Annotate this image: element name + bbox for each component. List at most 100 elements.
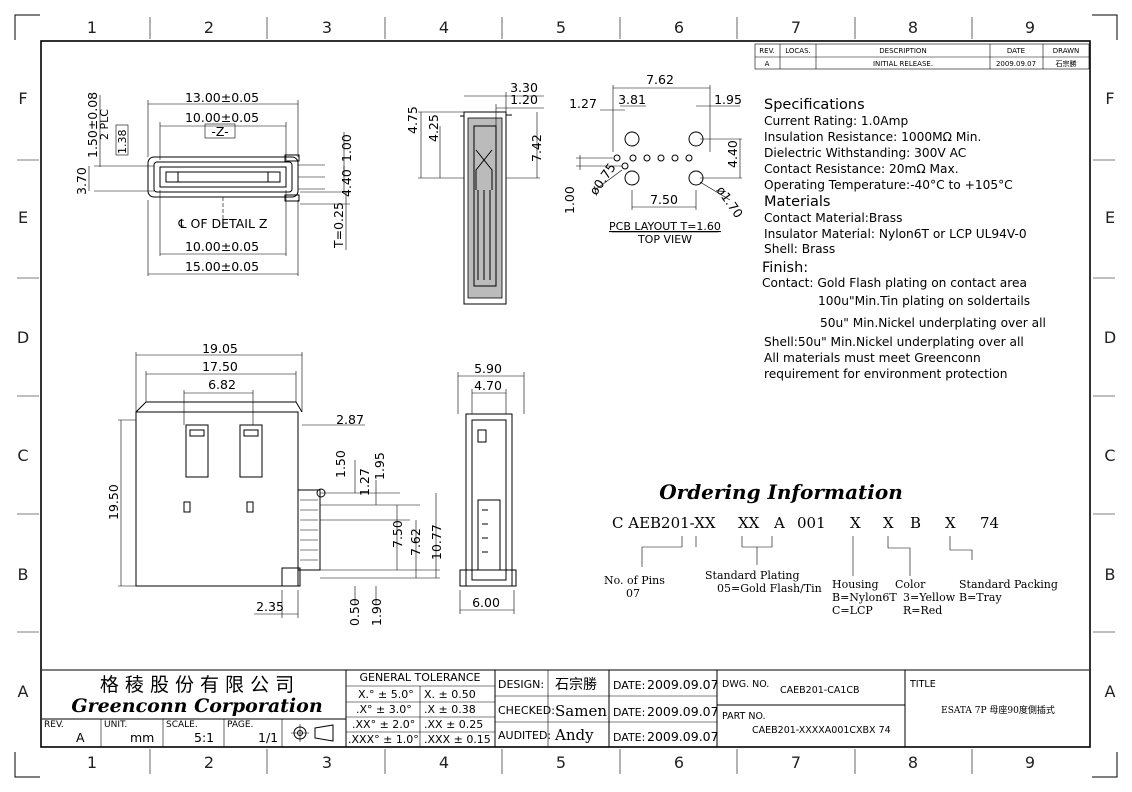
rev-header-rev: REV. (759, 47, 774, 55)
design-value: 石宗勝 (555, 677, 597, 693)
tolerance-title: GENERAL TOLERANCE (359, 671, 480, 684)
audited-value: Andy (554, 726, 594, 744)
scale-label: SCALE. (166, 720, 198, 730)
front-dim-1-95: 1.95 (372, 452, 387, 480)
rev-row-description: INITIAL RELEASE. (873, 60, 933, 68)
zone-right-E: E (1105, 208, 1115, 227)
tolerance-angle-1: .X° ± 3.0° (356, 703, 412, 716)
dwg-no-label: DWG. NO. (722, 679, 769, 690)
tolerance-linear-3: .XXX ± 0.15 (424, 733, 491, 746)
zone-bottom-4: 4 (439, 753, 449, 772)
pcb-dim-4-40: 4.40 (725, 140, 740, 168)
tolerance-angle-3: .XXX° ± 1.0° (348, 733, 419, 746)
dim-10-00-bottom: 10.00±0.05 (185, 239, 259, 254)
page-label: PAGE. (227, 720, 253, 730)
pcb-dim-1-00: 1.00 (562, 186, 577, 214)
pcb-layout: 7.62 1.27 3.81 1.95 4.40 1.00 ø0.75 7.50… (562, 72, 746, 246)
scale-value: 5:1 (194, 730, 214, 745)
design-label: DESIGN: (498, 678, 544, 691)
spec-line-1: Current Rating: 1.0Amp (764, 114, 909, 128)
spec-line-4: Contact Resistance: 20mΩ Max. (764, 162, 959, 176)
zone-top-1: 1 (87, 18, 97, 37)
front-dim-10-77: 10.77 (429, 524, 444, 560)
dim-4-25: 4.25 (426, 114, 441, 142)
specifications-block: Specifications Current Rating: 1.0Amp In… (762, 97, 1046, 381)
ordering-information: Ordering Information C AEB201-XX XX A 00… (604, 480, 1058, 617)
zone-bottom-5: 5 (556, 753, 566, 772)
pcb-dim-1-95: 1.95 (714, 92, 742, 107)
order-plating-title: Standard Plating (705, 569, 800, 582)
front-view: 19.05 17.50 6.82 2.87 19.50 1.50 1.95 1.… (106, 341, 444, 626)
title-block: 格 稜 股 份 有 限 公 司 Greenconn Corporation GE… (42, 669, 1089, 747)
dim-t-0-25: T=0.25 (331, 202, 346, 249)
end-dim-6-00: 6.00 (472, 595, 500, 610)
company-name-cn: 格 稜 股 份 有 限 公 司 (100, 674, 294, 696)
order-code-color: X (883, 514, 894, 532)
checked-label: CHECKED: (498, 704, 555, 717)
rev-value: A (76, 730, 85, 745)
order-pins-title: No. of Pins (604, 574, 665, 587)
front-dim-1-50: 1.50 (333, 450, 348, 478)
date-value-2: 2009.09.07 (647, 704, 719, 719)
page-value: 1/1 (258, 730, 278, 745)
date-label-3: DATE: (613, 731, 645, 744)
front-dim-7-62: 7.62 (408, 528, 423, 556)
title-value: ESATA 7P 母座90度側插式 (941, 704, 1055, 716)
rev-header-locas: LOCAS. (785, 47, 811, 55)
order-plating-value: 05=Gold Flash/Tin (717, 582, 822, 595)
dim-4-75: 4.75 (405, 106, 420, 134)
front-dim-7-50: 7.50 (390, 520, 405, 548)
unit-value: mm (130, 730, 154, 745)
spec-line-2: Insulation Resistance: 1000MΩ Min. (764, 130, 981, 144)
order-code-b: B (910, 514, 921, 532)
zone-top-6: 6 (674, 18, 684, 37)
order-pins-value: 07 (626, 587, 640, 600)
dim-1-38: 1.38 (116, 130, 129, 155)
front-dim-2-87: 2.87 (336, 412, 364, 427)
zone-bottom-1: 1 (87, 753, 97, 772)
zone-bottom-7: 7 (791, 753, 801, 772)
order-code-001: 001 (797, 514, 826, 532)
order-housing-c: C=LCP (832, 604, 873, 617)
pcb-caption-layout: PCB LAYOUT T=1.60 (609, 220, 721, 233)
order-housing-title: Housing (832, 578, 879, 591)
dim-1-20: 1.20 (510, 92, 538, 107)
zone-top-9: 9 (1025, 18, 1035, 37)
dwg-no-value: CAEB201-CA1CB (780, 685, 860, 696)
front-view-shell (135, 411, 299, 587)
order-code-base: C AEB201-XX (612, 514, 716, 532)
order-code-a: A (773, 514, 785, 532)
front-dim-19-05: 19.05 (202, 341, 238, 356)
zone-bottom-8: 8 (908, 753, 918, 772)
finish-title: Finish: (762, 260, 808, 276)
title-label: TITLE (909, 679, 936, 690)
rev-row-drawn: 石宗勝 (1056, 59, 1077, 68)
unit-label: UNIT. (104, 720, 127, 730)
order-packing-title: Standard Packing (959, 578, 1058, 591)
date-label-2: DATE: (613, 706, 645, 719)
order-color-r: R=Red (903, 604, 942, 617)
side-view: 3.30 1.20 4.75 4.25 7.42 (405, 80, 544, 305)
zone-right-A: A (1105, 682, 1116, 701)
zone-bottom-9: 9 (1025, 753, 1035, 772)
date-value-1: 2009.09.07 (647, 677, 719, 692)
detail-z-caption: ℄ OF DETAIL Z (178, 216, 268, 231)
pcb-dim-hole-large: ø1.70 (714, 183, 747, 221)
material-line-2: Insulator Material: Nylon6T or LCP UL94V… (764, 227, 1027, 241)
audited-label: AUDITED: (498, 729, 551, 742)
zone-left-F: F (18, 89, 27, 108)
zone-labels: 1 2 3 4 5 6 7 8 9 1 2 3 4 5 6 7 8 9 F E … (17, 18, 1116, 772)
tolerance-linear-0: X. ± 0.50 (424, 688, 476, 701)
zone-left-E: E (18, 208, 28, 227)
finish-line-4: Shell:50u" Min.Nickel underplating over … (764, 335, 1024, 349)
rev-header-description: DESCRIPTION (879, 47, 926, 55)
material-line-3: Shell: Brass (764, 242, 835, 256)
material-line-1: Contact Material:Brass (764, 211, 902, 225)
finish-line-6: requirement for environment protection (764, 367, 1007, 381)
order-packing-b: B=Tray (959, 591, 1002, 604)
dim-10-00-top: 10.00±0.05 (185, 110, 259, 125)
tolerance-angle-0: X.° ± 5.0° (358, 688, 414, 701)
order-color-3: 3=Yellow (903, 591, 956, 604)
zone-bottom-6: 6 (674, 753, 684, 772)
